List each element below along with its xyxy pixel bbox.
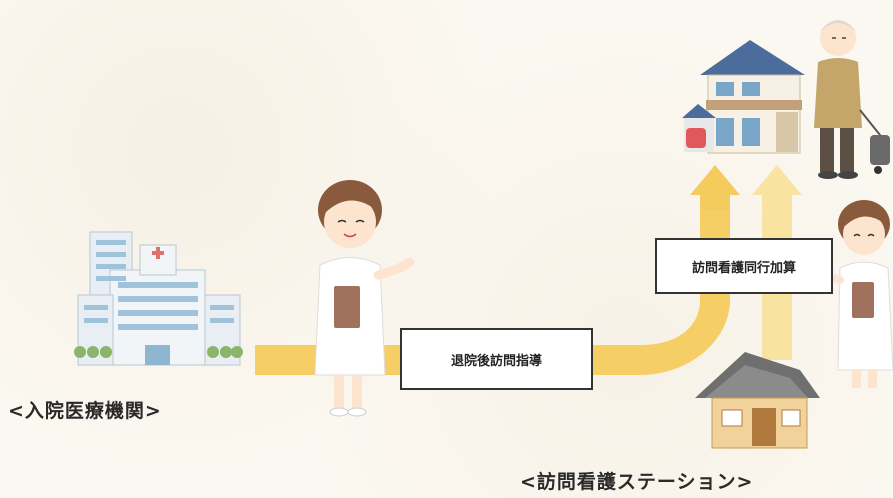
elderly-man-icon (814, 20, 890, 179)
accompanied-visit-label: 訪問看護同行加算 (691, 260, 796, 276)
house-icon (682, 40, 805, 154)
hospital-icon (74, 231, 243, 366)
nurse-icon (314, 180, 415, 417)
hospital-label: <入院医療機関> (8, 400, 162, 422)
discharge-guidance-label: 退院後訪問指導 (450, 353, 542, 369)
accompanied-visit-box: 訪問看護同行加算 (655, 238, 833, 294)
discharge-guidance-box: 退院後訪問指導 (400, 328, 593, 390)
nurse-icon (814, 200, 893, 388)
flow-band (255, 205, 730, 375)
arrow-up-icon (690, 165, 740, 210)
station-house-icon (695, 352, 820, 449)
station-label: <訪問看護ステーション> (520, 471, 754, 493)
